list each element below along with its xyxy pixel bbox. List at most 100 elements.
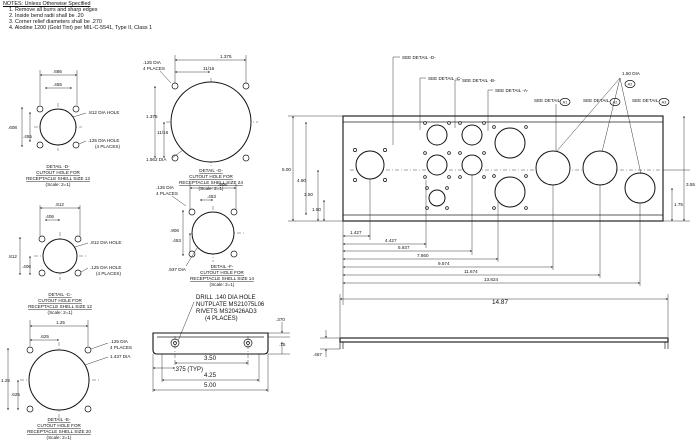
detail-c-caption-2: CUTOUT HOLE FOR xyxy=(38,298,82,303)
drill-note-1: DRILL .140 DIA HOLE xyxy=(196,295,255,301)
callout-detail-a1: SEE DETAIL xyxy=(534,98,561,103)
detail-e-dim-left: 1.25 xyxy=(1,378,10,383)
detail-e-hole-label: 1.437 DIA xyxy=(110,354,131,359)
detail-e-scale: (Scale: 2=1) xyxy=(47,435,72,440)
detail-c-dim-top: .812 xyxy=(55,202,64,207)
front-view: 5.00 4.90 3.50 1.50 3.55 1.75 xyxy=(282,55,695,305)
callout-detail-a: SEE DETAIL -A- xyxy=(495,88,529,93)
detail-g-main-hole xyxy=(170,81,252,163)
panel-hole-a3 xyxy=(624,172,656,204)
detail-e-mount-hole xyxy=(26,405,34,413)
panel-hole-c xyxy=(426,124,448,146)
detail-c-dim-left2: .406 xyxy=(22,264,31,269)
detail-e-dim-top: 1.25 xyxy=(56,320,65,325)
drill-note-4: (4 PLACES) xyxy=(205,316,238,322)
detail-f-mount-hole xyxy=(230,250,238,258)
detail-d-mount-hole xyxy=(72,141,80,149)
balloon-a2: A2 xyxy=(613,101,618,105)
detail-f-dim-left2: .453 xyxy=(172,238,181,243)
detail-f-mount-hole xyxy=(230,208,238,216)
panel-hole-c xyxy=(428,189,446,207)
detail-c-scale: (Scale: 2=1) xyxy=(48,310,73,315)
dim-typ: .375 (TYP) xyxy=(174,367,203,373)
detail-g-mount-hole xyxy=(242,82,250,90)
detail-g-dim-top: 1.375 xyxy=(220,54,232,59)
detail-e-mount-hole xyxy=(26,346,34,354)
bracket-outline xyxy=(152,332,269,355)
detail-g-dim-top2: 11/16 xyxy=(203,66,215,71)
detail-e: 1.25 .625 1.25 .625 .125 DIA 4 PLACES 1.… xyxy=(1,320,132,440)
callout-detail-d: SEE DETAIL -D- xyxy=(402,55,436,60)
detail-f-caption: DETAIL -F- xyxy=(211,264,234,269)
detail-e-main-hole xyxy=(28,349,90,411)
dim-5-00-bracket: 5.00 xyxy=(204,382,217,389)
panel-outline xyxy=(342,115,664,222)
dim-5-00: 5.00 xyxy=(282,167,291,172)
detail-f-places: 4 PLACES xyxy=(156,191,178,196)
detail-d-hole-label: .812 DIA HOLE xyxy=(88,110,119,115)
detail-e-mount-hole xyxy=(84,346,92,354)
drill-note-3: RIVETS MS20426AD3 xyxy=(196,309,257,315)
detail-f-hole-label: .937 DIA xyxy=(168,267,187,272)
dim-15: .15 xyxy=(279,342,286,347)
detail-c-dim-left: .812 xyxy=(8,254,17,259)
detail-c-small-hole-label: .125 DIA HOLE xyxy=(90,265,121,270)
balloon-a1-a2: A2 xyxy=(628,83,633,87)
detail-d-mount-hole xyxy=(72,105,80,113)
detail-d-main-hole xyxy=(39,108,77,146)
detail-d-dim-left2: .455 xyxy=(23,134,32,139)
panel-hole-a xyxy=(494,127,526,159)
detail-d-dim-left: .608 xyxy=(8,125,17,130)
detail-c-places: (4 PLACES) xyxy=(96,271,121,276)
detail-d-mount-hole xyxy=(36,105,44,113)
panel-hole-b xyxy=(461,154,483,176)
detail-g-dim-left: 1.375 xyxy=(146,114,158,119)
detail-g-caption-2: CUTOUT HOLE FOR xyxy=(189,174,233,179)
dim-4-427: 4.427 xyxy=(385,238,397,243)
panel-hole-b xyxy=(461,124,483,146)
detail-d-scale: (Scale: 2=1) xyxy=(46,182,71,187)
detail-c-mount-hole xyxy=(38,269,46,277)
detail-d-dim-top: .686 xyxy=(53,69,62,74)
detail-c-mount-hole xyxy=(74,269,82,277)
note-1: 1. Remove all burrs and sharp edges xyxy=(9,7,98,13)
detail-f-scale: (Scale: 2=1) xyxy=(210,282,235,287)
detail-e-dim-left2: .625 xyxy=(11,392,20,397)
detail-e-mount-hole xyxy=(84,405,92,413)
dim-1-75: 1.75 xyxy=(674,202,683,207)
dim-1-427: 1.427 xyxy=(350,230,362,235)
detail-c-caption: DETAIL -C- xyxy=(48,292,72,297)
detail-c-main-hole xyxy=(42,238,78,274)
detail-g-caption: DETAIL -G- xyxy=(199,168,223,173)
panel-hole-a2 xyxy=(582,150,618,186)
detail-c-caption-3: RECEPTACLE SHELL SIZE 12 xyxy=(28,304,92,309)
note-3: 3. Corner relief diameters shall be .270 xyxy=(9,19,102,25)
detail-g-places: 4 PLACES xyxy=(143,66,165,71)
callout-detail-b: SEE DETAIL -B- xyxy=(462,78,496,83)
detail-d-dim-top2: .455 xyxy=(53,82,62,87)
detail-g-caption-3: RECEPTACLE SHELL SIZE 24 xyxy=(179,180,243,185)
callout-detail-a3: SEE DETAIL xyxy=(632,98,659,103)
detail-c-hole-label: .812 DIA HOLE xyxy=(90,240,121,245)
detail-e-dim-top2: .625 xyxy=(40,334,49,339)
callout-detail-c: SEE DETAIL -C- xyxy=(428,76,462,81)
dim-4-90: 4.90 xyxy=(297,178,306,183)
dim-3-50: 3.50 xyxy=(304,192,313,197)
dim-14-87: 14.87 xyxy=(492,299,508,306)
note-2: 2. Inside bend radii shall be .20 xyxy=(9,13,84,19)
dim-1-50: 1.50 xyxy=(312,207,321,212)
detail-d-caption: DETAIL -D- xyxy=(46,164,70,169)
detail-c: .812 .406 .812 .406 .812 DIA HOLE .125 D… xyxy=(8,202,121,315)
detail-d-small-hole-label: .125 DIA HOLE xyxy=(88,138,119,143)
dim-370: .370 xyxy=(276,317,285,322)
detail-c-mount-hole xyxy=(74,235,82,243)
detail-d-places: (4 PLACES) xyxy=(95,144,120,149)
bracket-view: DRILL .140 DIA HOLE NUTPLATE MS21075L06 … xyxy=(152,295,290,392)
note-4: 4. Alodine 1200 (Gold Tint) per MIL-C-55… xyxy=(9,25,153,31)
detail-f: .125 DIA 4 PLACES .906 .453 .906 .453 .9… xyxy=(156,182,254,287)
detail-d-caption-3: RECEPTACLE SHELL SIZE 13 xyxy=(26,176,90,181)
callout-detail-a2: SEE DETAIL xyxy=(583,98,610,103)
detail-g-mount-hole xyxy=(171,82,179,90)
dim-13-824: 13.824 xyxy=(484,277,498,282)
